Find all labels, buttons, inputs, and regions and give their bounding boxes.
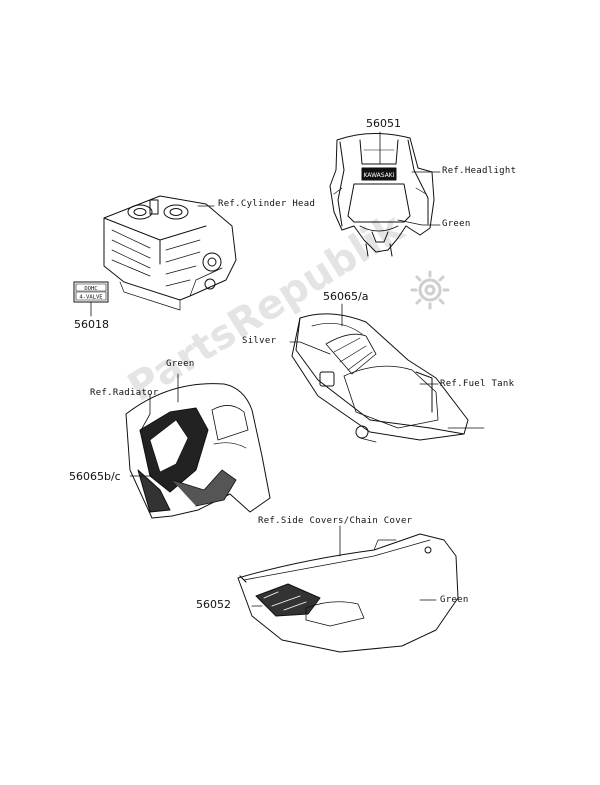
ref-cylinder-head-label[interactable]: Ref.Cylinder Head xyxy=(218,199,316,209)
headlight-cowl-drawing xyxy=(329,132,435,257)
leader-lines-headlight xyxy=(379,131,441,226)
side-cover-drawing xyxy=(237,533,459,653)
four-valve-decal-text: 4-VALVE xyxy=(79,295,102,301)
dohc-decal-text: DOHC xyxy=(84,286,97,292)
dohc-decal-drawing: DOHC 4-VALVE xyxy=(73,281,109,317)
ref-radiator-label[interactable]: Ref.Radiator xyxy=(90,388,159,398)
cylinder-head-drawing xyxy=(103,195,237,311)
color-green-side-cover: Green xyxy=(440,595,469,605)
color-silver: Silver xyxy=(242,336,277,346)
part-number-56052[interactable]: 56052 xyxy=(196,598,231,611)
leader-lines-radiator xyxy=(129,373,179,477)
ref-fuel-tank-label[interactable]: Ref.Fuel Tank xyxy=(440,379,515,389)
part-number-56018[interactable]: 56018 xyxy=(74,318,109,331)
part-number-56051[interactable]: 56051 xyxy=(366,117,401,130)
part-number-56065bc[interactable]: 56065b/c xyxy=(69,470,121,483)
color-green-headlight: Green xyxy=(442,219,471,229)
fuel-tank-drawing xyxy=(291,313,485,443)
gear-icon xyxy=(410,270,450,310)
ref-headlight-label[interactable]: Ref.Headlight xyxy=(442,166,517,176)
part-number-56065a[interactable]: 56065/a xyxy=(323,290,369,303)
leader-lines-side-cover xyxy=(251,525,437,607)
ref-side-covers-label[interactable]: Ref.Side Covers/Chain Cover xyxy=(258,516,413,526)
kawasaki-decal: KAWASAKI xyxy=(363,172,394,179)
color-green-radiator: Green xyxy=(166,359,195,369)
radiator-shroud-drawing xyxy=(125,383,271,519)
leader-lines-fuel-tank xyxy=(289,303,439,385)
